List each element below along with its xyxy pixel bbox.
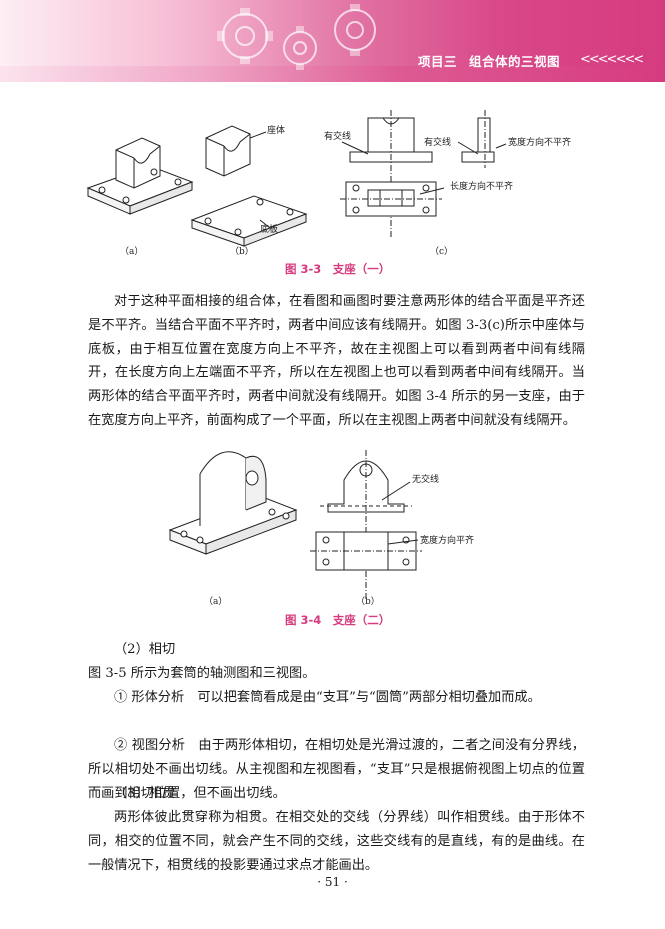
- figure-3-4-drawing: （a） （b） 无交线 宽度方向平齐: [168, 450, 474, 607]
- chapter-title: 组合体的三视图: [469, 54, 561, 69]
- fig3-4-label-a: （a）: [204, 596, 227, 607]
- paragraph-joint-plane: 对于这种平面相接的组合体，在看图和画图时要注意两形体的结合平面是平齐还是不平齐。…: [88, 294, 585, 428]
- figure-3-3: （a） （b） （c） 座体 底板 有交线 有交线 宽度方向不平齐 长度方向不平…: [80, 108, 600, 258]
- section-tangent-intro: 图 3-5 所示为套筒的轴测图和三视图。: [88, 666, 316, 681]
- page-number: · 51 ·: [317, 875, 348, 889]
- section-tangent-item-1: ① 形体分析 可以把套筒看成是由“支耳”与“圆筒”两部分相切叠加而成。: [114, 690, 541, 705]
- gear-decoration-icon: [217, 4, 376, 70]
- section-tangent-item-2: ② 视图分析 由于两形体相切，在相切处是光滑过渡的，二者之间没有分界线，所以相切…: [88, 738, 585, 801]
- callout-has-line-2: 有交线: [424, 136, 451, 148]
- figure-3-3-caption: 图 3-3 支座（一）: [285, 262, 391, 276]
- figure-3-4: （a） （b） 无交线 宽度方向平齐: [160, 440, 520, 610]
- fig3-3-label-c: （c）: [430, 246, 453, 257]
- figure-3-3-drawing: （a） （b） （c） 座体 底板 有交线 有交线 宽度方向不平齐 长度方向不平…: [86, 110, 571, 257]
- chapter-heading: 项目三组合体的三视图: [418, 51, 560, 70]
- callout-width-flush: 宽度方向平齐: [420, 534, 474, 546]
- section-intersect-body: 两形体彼此贯穿称为相贯。在相交处的交线（分界线）叫作相贯线。由于形体不同，相交的…: [88, 810, 585, 873]
- section-tangent-heading: （2）相切: [114, 642, 176, 657]
- chevrons-icon: <<<<<<<: [580, 52, 644, 67]
- fig3-3-label-b: （b）: [230, 246, 254, 257]
- callout-has-line-1: 有交线: [324, 130, 351, 142]
- fig3-4-label-b: （b）: [356, 596, 380, 607]
- fig3-3-label-a: （a）: [120, 246, 143, 257]
- callout-no-line: 无交线: [412, 473, 439, 485]
- header-band: [0, 66, 665, 82]
- project-label: 项目三: [418, 54, 458, 69]
- page-header: 项目三组合体的三视图 <<<<<<<: [0, 0, 665, 82]
- figure-3-4-caption: 图 3-4 支座（二）: [285, 613, 391, 627]
- callout-length-not-flush: 长度方向不平齐: [450, 180, 513, 192]
- callout-seat: 座体: [267, 124, 285, 136]
- callout-base: 底板: [260, 223, 278, 235]
- callout-width-not-flush: 宽度方向不平齐: [508, 136, 571, 148]
- section-intersect-heading: （3）相贯: [114, 786, 176, 801]
